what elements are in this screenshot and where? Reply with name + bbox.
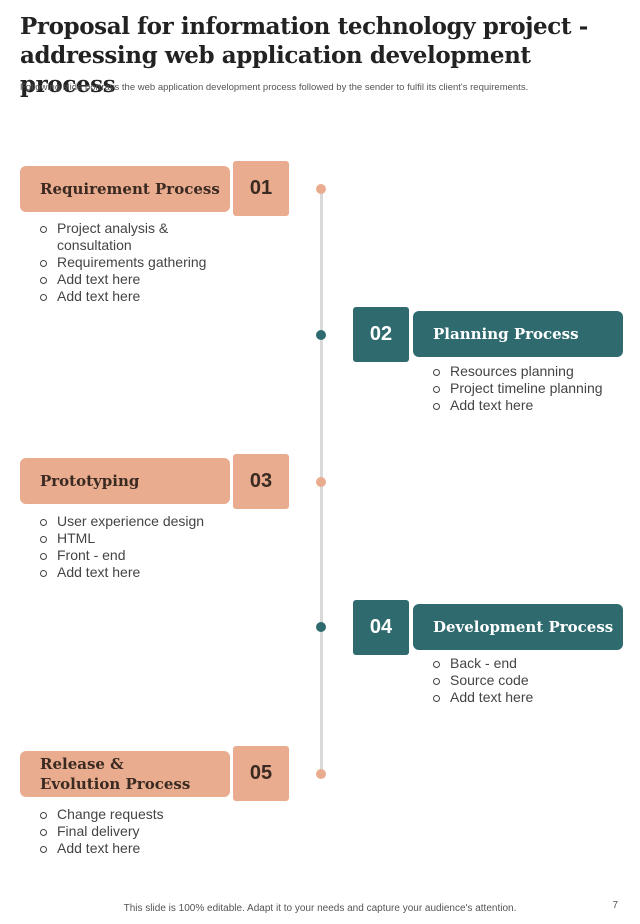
list-item: Add text here [40, 271, 206, 288]
list-item: Source code [433, 672, 533, 689]
step-05-title-line2: Evolution Process [40, 775, 191, 793]
list-item: HTML [40, 530, 204, 547]
timeline-dot-03 [316, 477, 326, 487]
timeline-dot-05 [316, 769, 326, 779]
step-02-number: 02 [353, 307, 409, 362]
page-title: Proposal for information technology proj… [20, 13, 588, 98]
list-item: Add text here [40, 840, 164, 857]
timeline-dot-01 [316, 184, 326, 194]
list-item: Resources planning [433, 363, 603, 380]
list-item: Add text here [433, 397, 603, 414]
step-01-number: 01 [233, 161, 289, 216]
step-05-title-line1: Release & [40, 755, 124, 773]
list-item: Back - end [433, 655, 533, 672]
list-item: consultation [57, 237, 132, 253]
list-item: Requirements gathering [40, 254, 206, 271]
timeline-dot-04 [316, 622, 326, 632]
step-04-title: Development Process [413, 604, 623, 650]
step-03-title: Prototyping [20, 458, 230, 504]
list-item: Project timeline planning [433, 380, 603, 397]
step-05-list: Change requests Final delivery Add text … [40, 806, 164, 857]
timeline-dot-02 [316, 330, 326, 340]
footer-note: This slide is 100% editable. Adapt it to… [123, 903, 517, 914]
step-02-list: Resources planning Project timeline plan… [433, 363, 603, 414]
list-item: Final delivery [40, 823, 164, 840]
step-03-number: 03 [233, 454, 289, 509]
list-item: Add text here [433, 689, 533, 706]
step-04-list: Back - end Source code Add text here [433, 655, 533, 706]
list-item: Add text here [40, 288, 206, 305]
page-subtitle: Following slide portrays the web applica… [20, 82, 529, 93]
step-02-title: Planning Process [413, 311, 623, 357]
list-item: Project analysis & [40, 220, 206, 237]
page-number: 7 [612, 900, 618, 911]
step-05-number: 05 [233, 746, 289, 801]
list-item: User experience design [40, 513, 204, 530]
step-01-list: Project analysis & consultation Requirem… [40, 220, 206, 305]
step-03-list: User experience design HTML Front - end … [40, 513, 204, 581]
list-item: Front - end [40, 547, 204, 564]
list-item: Add text here [40, 564, 204, 581]
step-01-title: Requirement Process [20, 166, 230, 212]
list-item: Change requests [40, 806, 164, 823]
step-04-number: 04 [353, 600, 409, 655]
step-05-title: Release & Evolution Process [20, 751, 230, 797]
